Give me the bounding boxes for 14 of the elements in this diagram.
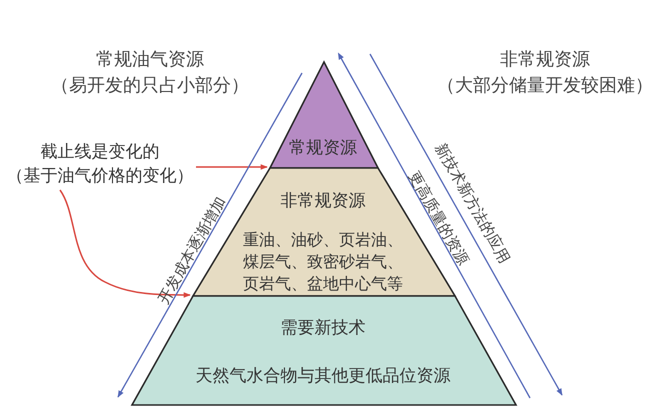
axis-label: 开发成本逐渐增加 bbox=[155, 194, 229, 306]
tier-text: 天然气水合物与其他更低品位资源 bbox=[196, 366, 450, 386]
tier-heading: 需要新技术 bbox=[280, 318, 366, 338]
heading: 非常规资源 bbox=[500, 50, 590, 70]
tier-text: 重油、油砂、页岩油、煤层气、致密砂岩气、页岩气、盆地中心气等 bbox=[242, 229, 404, 295]
tier-heading: 非常规资源 bbox=[280, 192, 366, 210]
leader-arrow bbox=[59, 190, 191, 298]
tier-heading: 常规资源 bbox=[289, 138, 357, 158]
subheading: （大部分储量开发较困难） bbox=[437, 76, 653, 96]
callout-text: 截止线是变化的 bbox=[40, 142, 160, 162]
heading: 常规油气资源 bbox=[96, 50, 204, 70]
subheading: （易开发的只占小部分） bbox=[51, 76, 249, 96]
leader-arrow bbox=[196, 164, 268, 170]
callout-note: （基于油气价格的变化） bbox=[6, 166, 194, 186]
